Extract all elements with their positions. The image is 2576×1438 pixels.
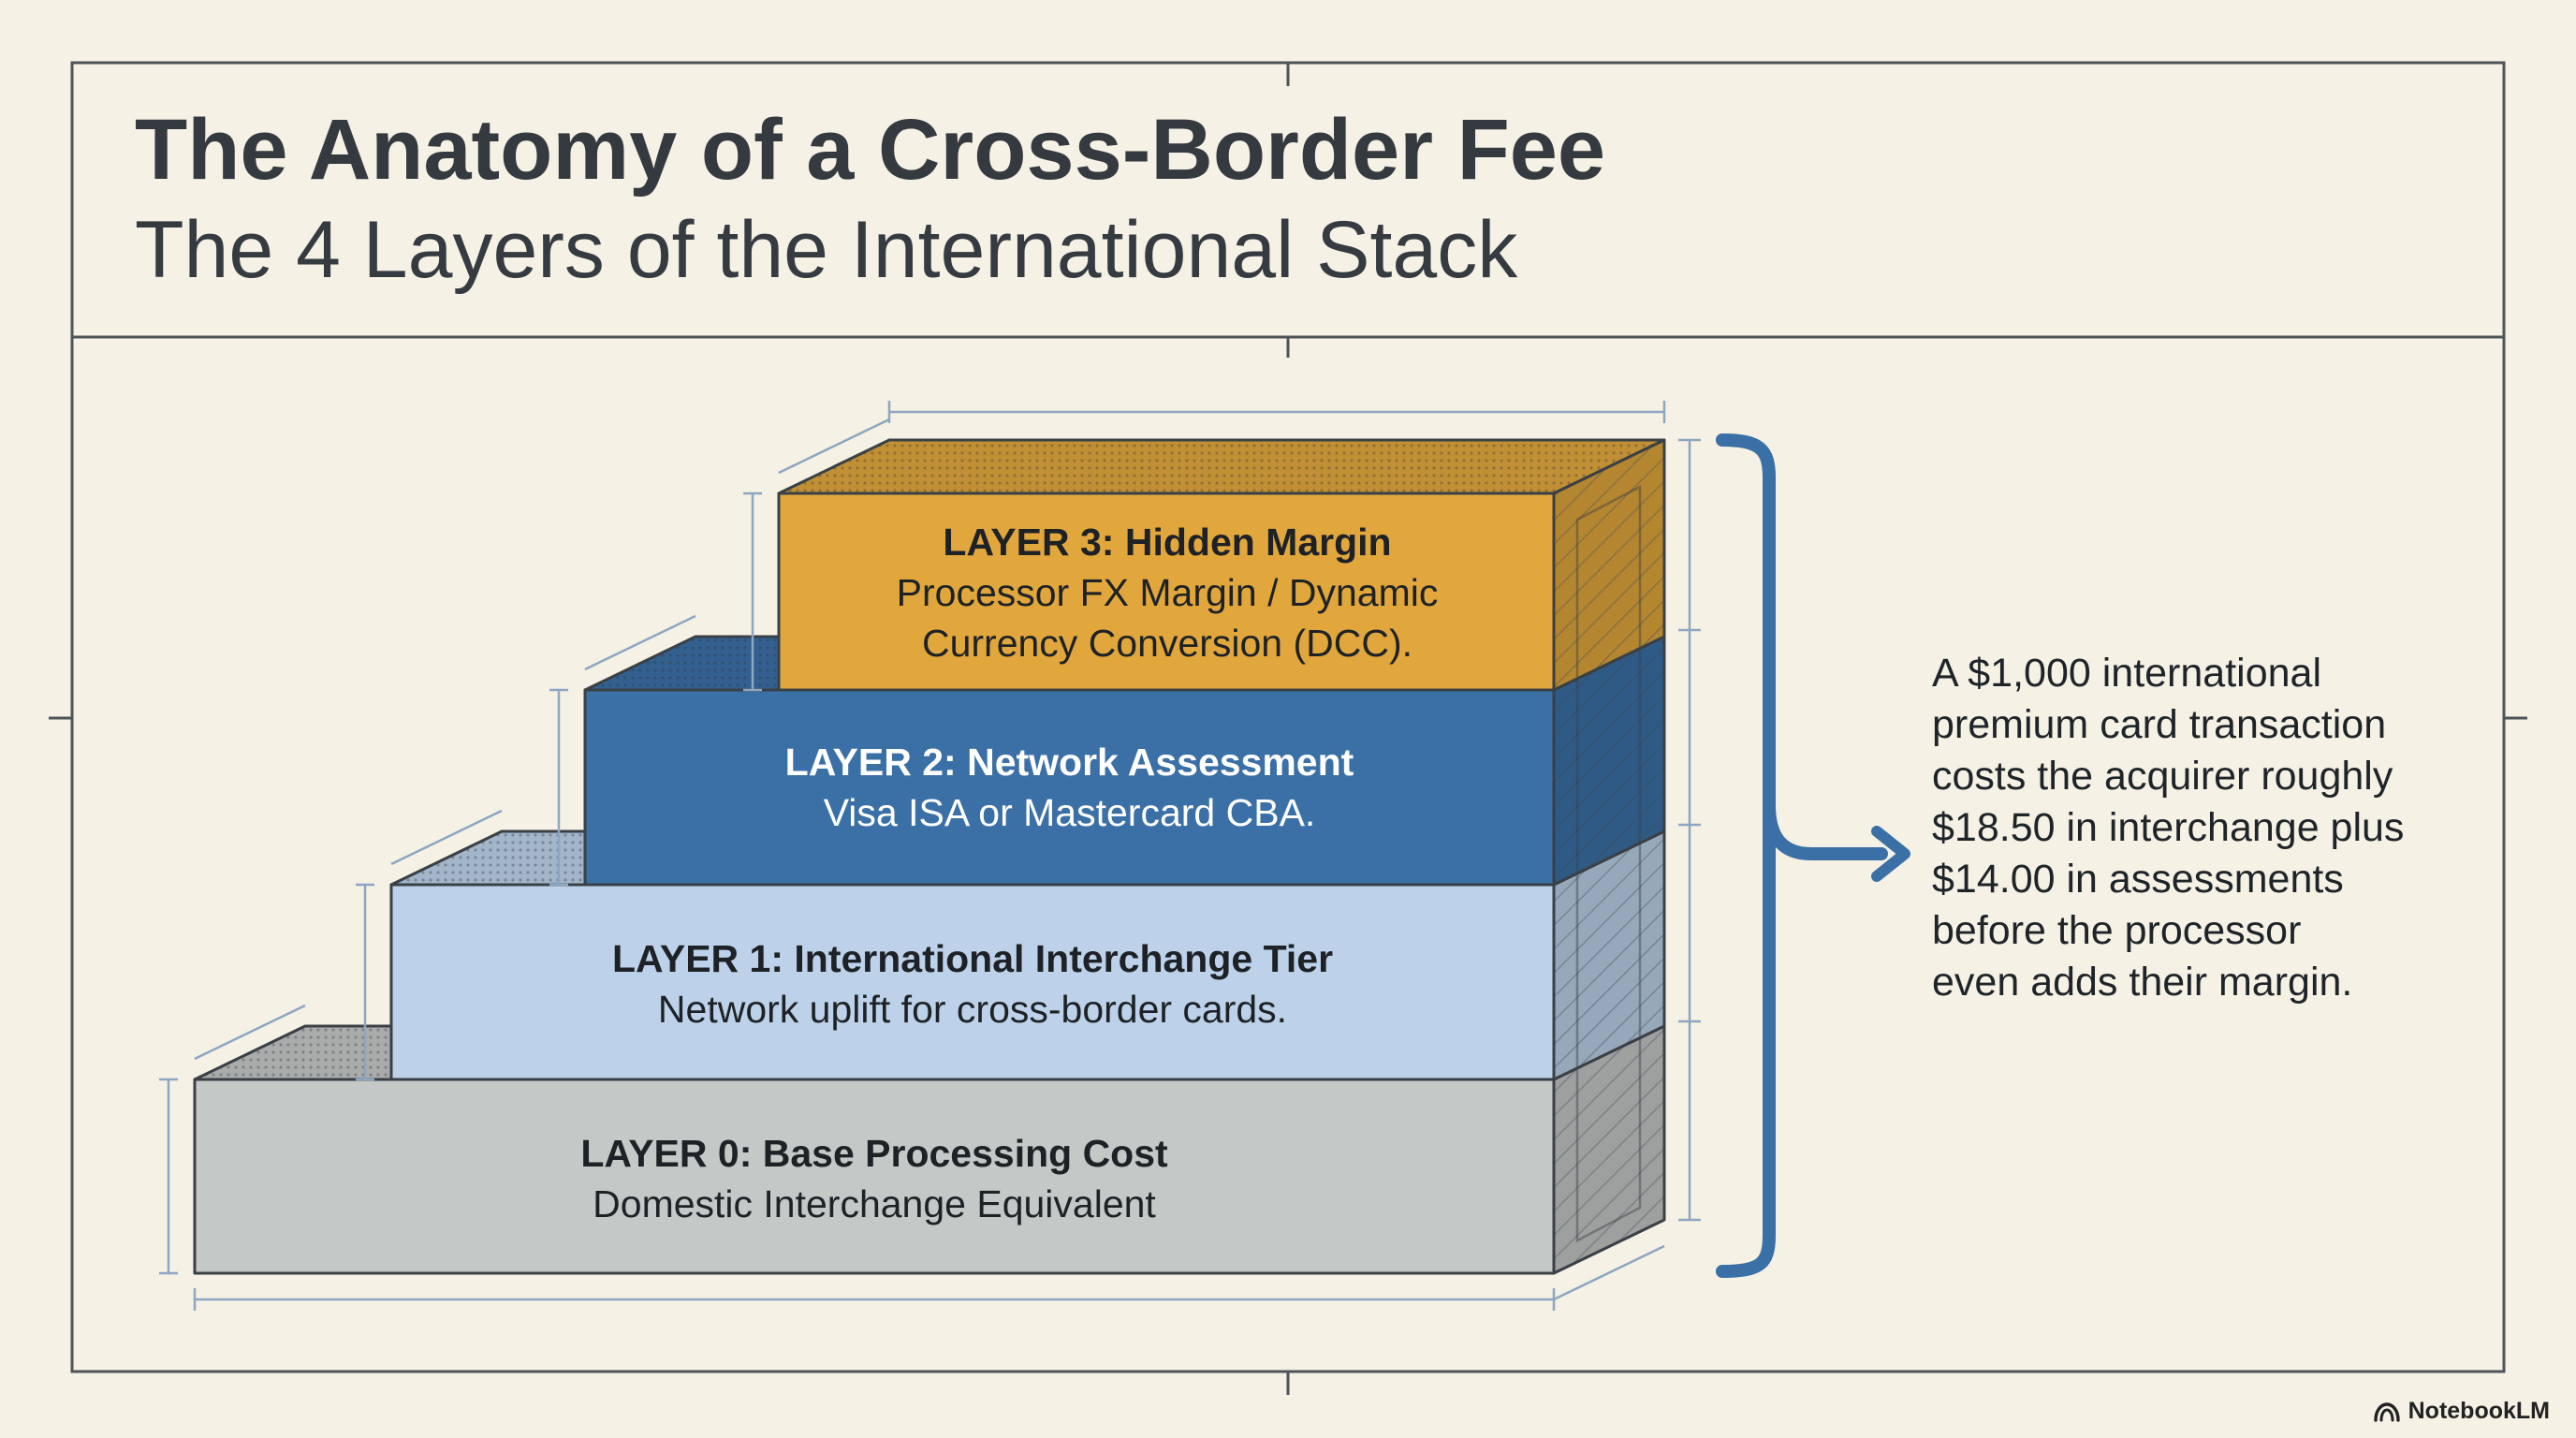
page-title: The Anatomy of a Cross-Border Fee [135, 102, 1606, 198]
layer-1-side-hatch [1554, 831, 1664, 1079]
layer-3-description-line-1: Processor FX Margin / Dynamic [896, 571, 1439, 614]
layer-2-label: LAYER 2: Network Assessment Visa ISA or … [585, 737, 1554, 838]
layer-1-label: LAYER 1: International Interchange Tier … [391, 933, 1554, 1034]
callout-line: premium card transaction [1932, 702, 2387, 747]
dimension-line-diagonal [194, 1004, 306, 1061]
dimension-line-diagonal [584, 614, 696, 671]
brand-name: NotebookLM [2408, 1398, 2550, 1424]
callout-line: even adds their margin. [1932, 960, 2353, 1005]
callout-text: A $1,000 international premium card tran… [1932, 648, 2512, 1008]
arrow-head [1871, 826, 1910, 882]
layer-3-title: LAYER 3: Hidden Margin [943, 521, 1392, 564]
layer-2-title: LAYER 2: Network Assessment [784, 741, 1354, 784]
notebooklm-logo-icon [2373, 1401, 2400, 1422]
layer-3-label: LAYER 3: Hidden Margin Processor FX Marg… [779, 517, 1556, 668]
dimension-line-diagonal [390, 809, 503, 866]
dimension-line-depth [1553, 1244, 1665, 1301]
brace-bracket [1716, 433, 1888, 1278]
layer-0-side-hatch [1554, 1026, 1664, 1273]
layer-1-description: Network uplift for cross-border cards. [657, 988, 1288, 1031]
layer-3-front-face [777, 492, 1556, 692]
layer-2-description: Visa ISA or Mastercard CBA. [823, 791, 1316, 834]
callout-line: $18.50 in interchange plus [1932, 805, 2405, 850]
page-subtitle: The 4 Layers of the International Stack [135, 205, 1518, 295]
layer-3-description-line-2: Currency Conversion (DCC). [921, 622, 1412, 665]
callout-line: $14.00 in assessments [1932, 857, 2344, 902]
callout-line: A $1,000 international [1932, 651, 2321, 696]
callout-line: before the processor [1932, 908, 2302, 953]
layer-0-title: LAYER 0: Base Processing Cost [580, 1132, 1168, 1175]
layer-0-label: LAYER 0: Base Processing Cost Domestic I… [195, 1128, 1554, 1229]
callout-line: costs the acquirer roughly [1932, 754, 2393, 799]
layer-2-side-hatch [1554, 637, 1664, 885]
layer-0-description: Domestic Interchange Equivalent [593, 1182, 1156, 1225]
layer-stack [193, 438, 1666, 1275]
layer-3-side-hatch [1554, 440, 1664, 690]
layer-3-top-texture [779, 440, 1664, 493]
dimension-line-diagonal [778, 418, 890, 475]
dimension-lines [159, 401, 1701, 1311]
layer-1-title: LAYER 1: International Interchange Tier [611, 937, 1334, 980]
brand-badge: NotebookLM [2373, 1398, 2550, 1425]
side-inset-outline [1575, 484, 1642, 1243]
